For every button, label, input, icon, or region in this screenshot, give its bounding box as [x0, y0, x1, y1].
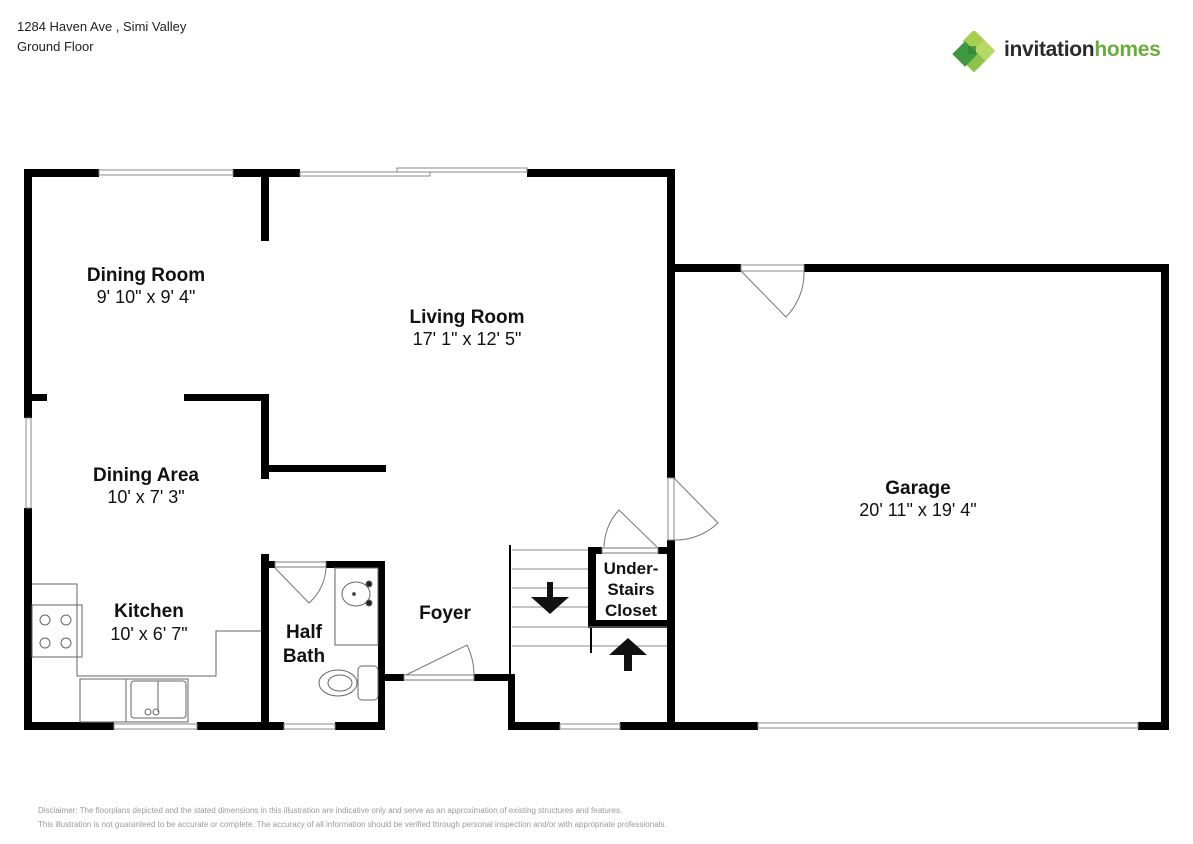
room-name-living-room: Living Room — [409, 307, 524, 328]
floor-label: Ground Floor — [17, 39, 94, 54]
invitation-homes-logo: invitationhomes — [952, 29, 1167, 75]
room-name-garage: Garage — [885, 478, 950, 499]
bath-fixtures — [318, 567, 379, 701]
arrow-down-icon — [531, 582, 569, 614]
logo-word-homes: homes — [1094, 38, 1161, 61]
room-dims-dining-area: 10' x 7' 3" — [107, 487, 184, 507]
disclaimer-line-2: This illustration is not guaranteed to b… — [38, 820, 667, 829]
kitchen-fixtures — [31, 583, 261, 723]
property-address: 1284 Haven Ave , Simi Valley — [17, 19, 187, 34]
room-name-dining-room: Dining Room — [87, 265, 205, 286]
walls — [24, 169, 1169, 730]
room-name-foyer: Foyer — [419, 603, 471, 624]
stair-arrows — [531, 582, 647, 671]
room-dims-garage: 20' 11" x 19' 4" — [859, 500, 976, 520]
room-name-half-bath-2: Bath — [283, 646, 325, 667]
disclaimer-line-1: Disclaimer: The floorplans depicted and … — [38, 806, 623, 815]
logo-word-invitation: invitation — [1004, 38, 1095, 61]
windows — [25, 167, 1139, 730]
room-name-closet-2: Stairs — [607, 580, 654, 599]
room-name-closet-3: Closet — [605, 601, 657, 620]
stove — [31, 604, 83, 658]
door-swings — [274, 270, 805, 681]
arrow-up-icon — [609, 638, 647, 671]
logo-leaf-icon — [952, 29, 996, 73]
room-name-kitchen: Kitchen — [114, 601, 184, 622]
room-name-closet-1: Under- — [604, 559, 659, 578]
room-name-dining-area: Dining Area — [93, 465, 199, 486]
room-dims-dining-room: 9' 10" x 9' 4" — [97, 287, 196, 307]
room-dims-living-room: 17' 1" x 12' 5" — [413, 329, 522, 349]
sink-cabinet — [125, 678, 189, 723]
room-name-half-bath-1: Half — [286, 622, 323, 643]
room-dims-kitchen: 10' x 6' 7" — [110, 624, 187, 644]
logo-wordmark: invitationhomes — [1004, 38, 1161, 62]
